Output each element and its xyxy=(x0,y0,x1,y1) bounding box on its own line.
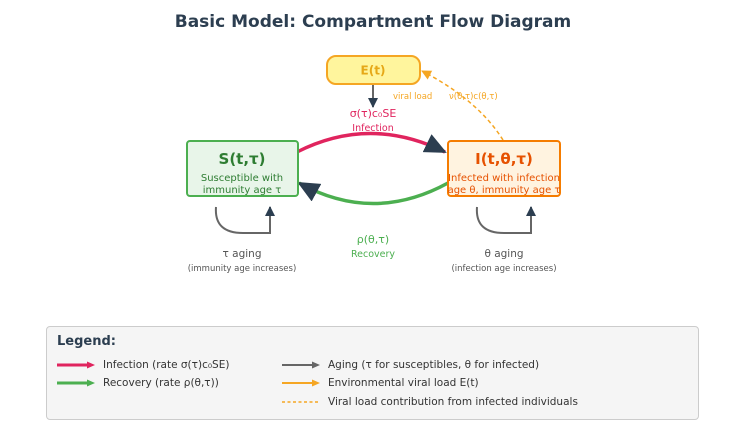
infected-aging-label: θ aging xyxy=(484,248,523,260)
infected-aging-loop xyxy=(475,206,536,234)
infection-legend-line xyxy=(57,361,95,369)
viral-contribution-label: ν(θ,τ)c(θ,τ) xyxy=(449,92,498,102)
legend-item-recovery: Recovery (rate ρ(θ,τ)) xyxy=(57,375,219,391)
infection-rate-label: σ(τ)c₀SE xyxy=(350,107,397,120)
legend-item-infection: Infection (rate σ(τ)c₀SE) xyxy=(57,357,229,373)
susceptible-node-desc-line1: Susceptible with xyxy=(201,173,283,184)
legend-item-recovery-label: Recovery (rate ρ(θ,τ)) xyxy=(103,377,219,389)
infected-node-label: I(t,θ,τ) xyxy=(475,150,533,168)
legend-item-aging: Aging (τ for susceptibles, θ for infecte… xyxy=(282,357,539,373)
environment-node-label: E(t) xyxy=(361,64,386,78)
susceptible-node-label: S(t,τ) xyxy=(219,150,266,168)
diagram-title: Basic Model: Compartment Flow Diagram xyxy=(175,12,572,32)
recovery-rate-label: ρ(θ,τ) xyxy=(357,233,389,246)
infected-node-desc-line1: Infected with infection xyxy=(448,173,560,184)
infection-label: Infection xyxy=(352,123,393,134)
viral-contribution-legend-line xyxy=(282,401,318,403)
legend-item-viral-contribution: Viral load contribution from infected in… xyxy=(282,394,578,410)
infected-aging-sublabel: (infection age increases) xyxy=(451,264,556,274)
recovery-arrow xyxy=(297,181,449,206)
legend-item-environment-label: Environmental viral load E(t) xyxy=(328,377,479,389)
susceptible-aging-label: τ aging xyxy=(223,248,262,260)
legend-item-environment: Environmental viral load E(t) xyxy=(282,375,479,391)
infection-arrow xyxy=(296,131,447,154)
legend-title: Legend: xyxy=(57,334,116,349)
infected-node xyxy=(447,140,561,197)
infected-node-desc-line2: age θ, immunity age τ xyxy=(448,185,561,196)
legend: Legend: Infection (rate σ(τ)c₀SE) Recove… xyxy=(46,326,699,420)
legend-item-infection-label: Infection (rate σ(τ)c₀SE) xyxy=(103,359,230,371)
susceptible-aging-loop xyxy=(214,206,275,234)
susceptible-aging-sublabel: (immunity age increases) xyxy=(188,264,297,274)
susceptible-node-desc-line2: immunity age τ xyxy=(203,185,282,196)
aging-legend-line xyxy=(282,361,320,369)
environment-node xyxy=(326,55,421,85)
environment-legend-line xyxy=(282,379,320,387)
recovery-label: Recovery xyxy=(351,249,395,260)
susceptible-node xyxy=(186,140,299,197)
legend-item-viral-contribution-label: Viral load contribution from infected in… xyxy=(328,396,578,408)
viral-load-label: viral load xyxy=(393,92,432,102)
recovery-legend-line xyxy=(57,379,95,387)
viral-contribution-arrow xyxy=(421,70,504,141)
legend-item-aging-label: Aging (τ for susceptibles, θ for infecte… xyxy=(328,359,540,371)
